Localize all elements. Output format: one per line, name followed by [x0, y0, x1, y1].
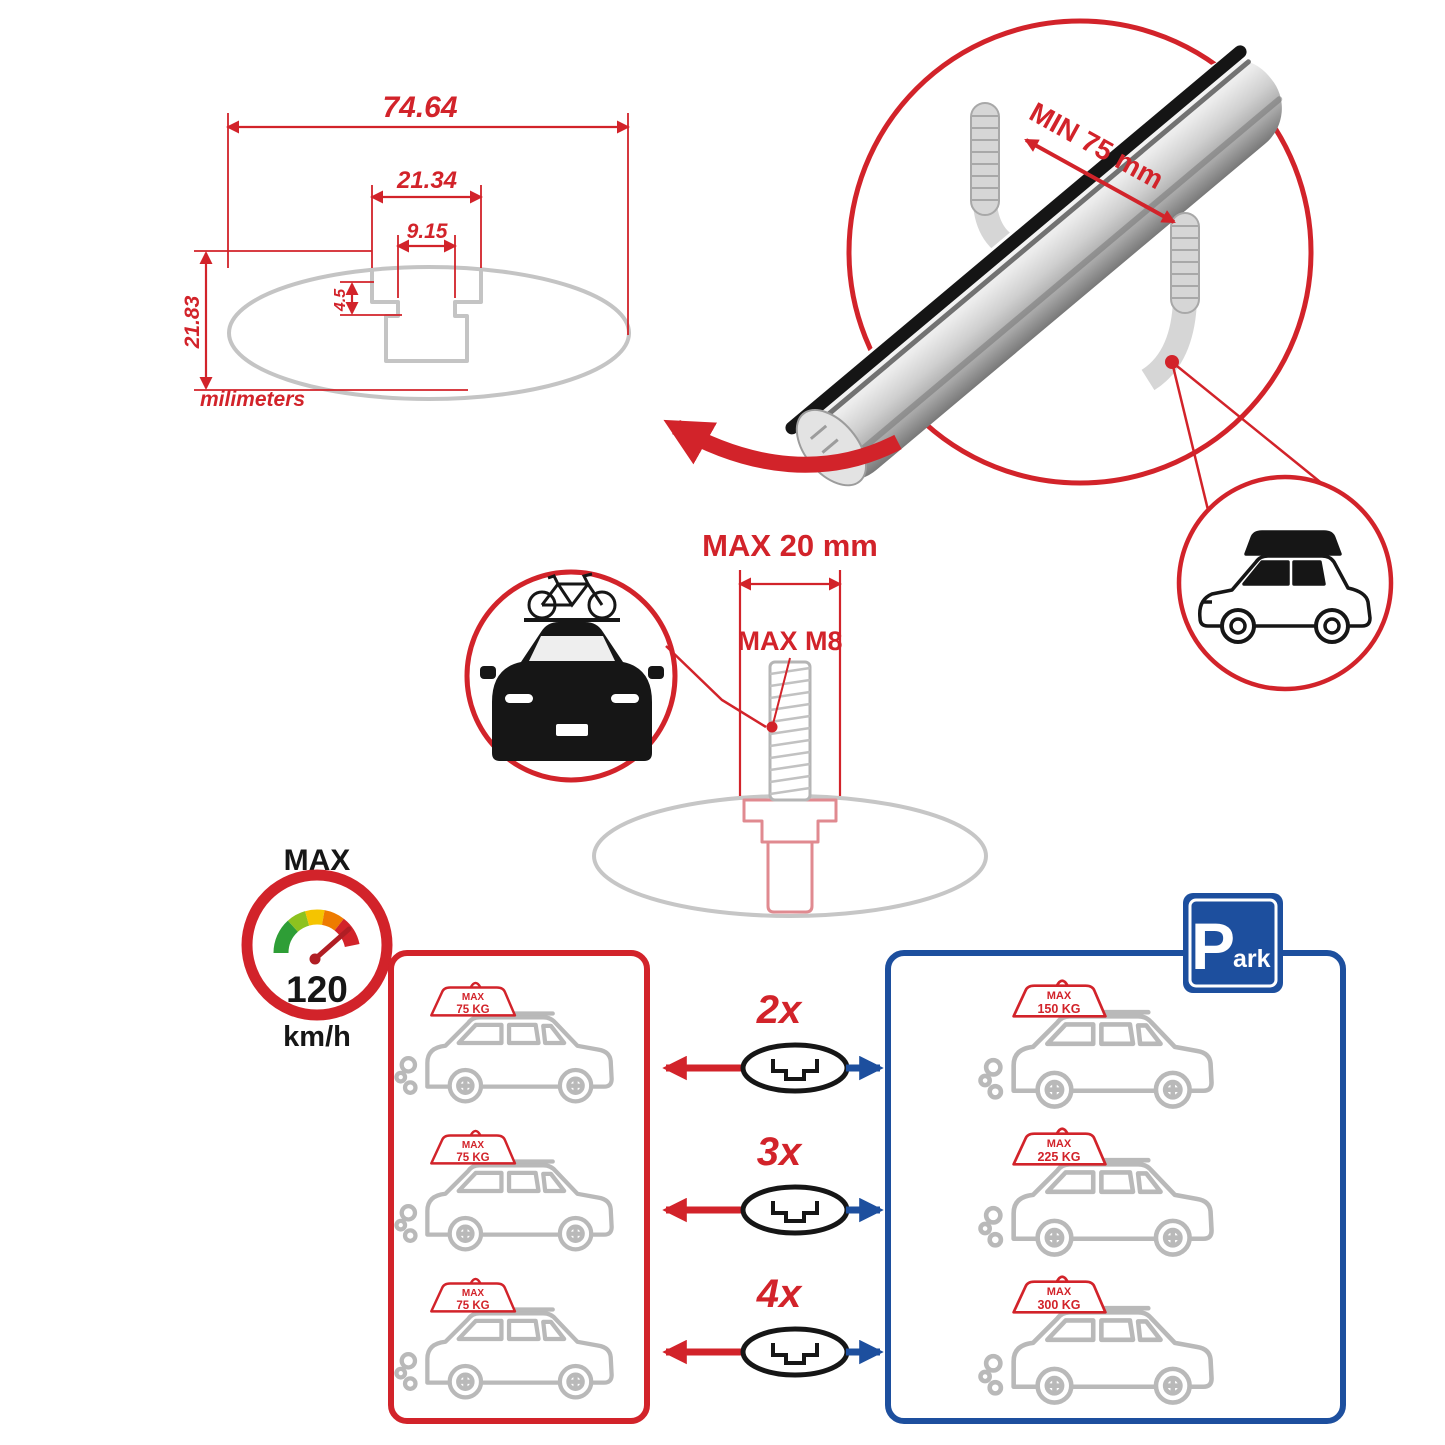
bike-car-callout: [464, 569, 767, 783]
dim-opening-width: 21.34: [396, 167, 457, 194]
bar-profile-channel: [370, 270, 483, 363]
speed-unit: km/h: [283, 1021, 351, 1053]
dim-height: 21.83: [181, 295, 204, 349]
bar-closeup: MIN 75 mm: [663, 18, 1336, 511]
roofbox-max-label: MAX: [1047, 1286, 1072, 1298]
threaded-bolt-icon: [768, 660, 812, 802]
suv-roofbox-callout: [1176, 474, 1394, 692]
roofbox-max-label: MAX: [462, 1288, 485, 1299]
roofbox-kg-label: 300 KG: [1037, 1298, 1080, 1312]
capacity-left-frame: [388, 950, 650, 1424]
park-suffix: ark: [1233, 945, 1271, 973]
capacity-right-frame: [885, 950, 1346, 1424]
roofbox-max-label: MAX: [1047, 990, 1072, 1002]
car-front-icon: [480, 622, 664, 761]
roofbox-max-label: MAX: [462, 1140, 485, 1151]
dim-slot-width: 9.15: [407, 220, 448, 243]
roofbox-kg-label: 150 KG: [1037, 1002, 1080, 1016]
dim-total-width: 74.64: [382, 91, 457, 124]
clamp-strap-left-icon: [970, 102, 1026, 264]
bar-profile-ellipse: [227, 265, 631, 401]
park-letter: P: [1191, 909, 1235, 983]
closeup-circle: [846, 18, 1314, 486]
bar-count-label: 3x: [757, 1130, 803, 1174]
roofbox-kg-label: 75 KG: [456, 1152, 489, 1164]
speed-limit-gauge: MAX 120 km/h: [241, 844, 393, 1053]
max-thread-label: MAX M8: [737, 626, 842, 656]
capacity-left-box: MAX 75 KG MAX 75 KG MAX 75 KG: [388, 950, 650, 1424]
bar-count-label: 2x: [756, 988, 803, 1032]
max-width-label: MAX 20 mm: [702, 528, 878, 563]
t-slot-adapter: [742, 798, 838, 914]
suv-roofbox-icon: [1198, 530, 1372, 644]
roofbox-kg-label: 225 KG: [1037, 1150, 1080, 1164]
capacity-right-box: MAX 150 KG MAX 225 KG MAX 300 KG: [885, 950, 1346, 1424]
clamp-strap-right-icon: [1141, 212, 1200, 391]
gauge-needle: [312, 926, 352, 962]
bolt-diagram: MAX 20 mm MAX M8: [592, 528, 988, 918]
unit-label: milimeters: [200, 388, 305, 411]
min-distance-arrow: [1024, 138, 1176, 224]
park-sign: P ark: [1183, 893, 1283, 993]
cross-section-diagram: 74.64 21.34 9.15 4.5 21.83 milimeters: [181, 91, 631, 411]
roof-bike-icon: [524, 572, 620, 622]
speed-value: 120: [286, 969, 348, 1010]
roofbox-kg-label: 75 KG: [456, 1300, 489, 1312]
roofbox-max-label: MAX: [1047, 1138, 1072, 1150]
dim-step-depth: 4.5: [332, 288, 349, 312]
speedometer-icon: [241, 869, 393, 1021]
roofbox-max-label: MAX: [462, 992, 485, 1003]
roofbox-kg-label: 75 KG: [456, 1004, 489, 1016]
bike-callout-leader: [665, 645, 767, 729]
park-sign-icon: [1183, 893, 1283, 993]
bar-count-rows: 2x 3x 4x: [662, 988, 884, 1375]
bar-count-label: 4x: [756, 1272, 803, 1316]
closeup-to-section-arrow: [663, 419, 902, 473]
